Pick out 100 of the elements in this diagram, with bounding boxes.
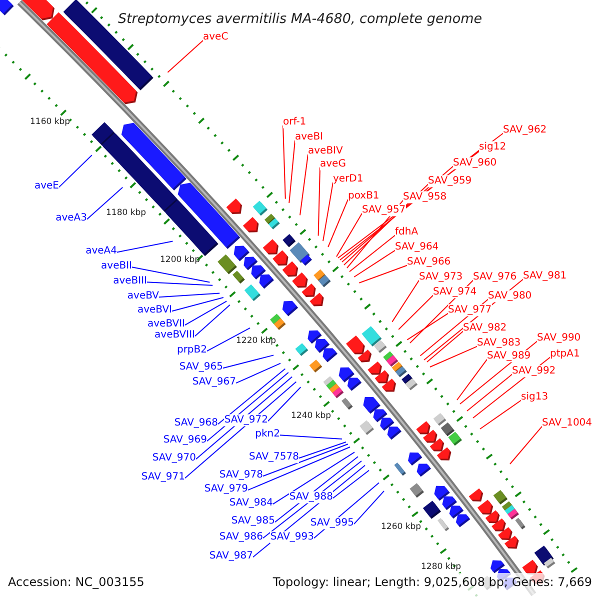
gene-label: SAV_980 [488, 290, 532, 302]
leader-line [268, 386, 302, 422]
leader-line [466, 374, 512, 412]
leader-line [272, 452, 355, 505]
leader-line [172, 297, 224, 312]
gene-label: SAV_969 [163, 434, 207, 446]
gene-label: SAV_967 [192, 376, 236, 388]
gene-label: SAV_993 [270, 531, 314, 543]
leader-line [354, 490, 384, 525]
gene-label: aveBIII [113, 275, 147, 287]
gene-label: SAV_964 [395, 241, 439, 253]
gene-label: SAV_995 [310, 517, 354, 529]
gene-label: SAV_966 [407, 256, 451, 268]
gene-label: SAV_990 [537, 332, 581, 344]
leader-line [146, 282, 214, 286]
gene-label: fdhA [395, 226, 418, 238]
gene-label: SAV_1004 [542, 417, 592, 429]
gene-label: yerD1 [333, 173, 364, 185]
leader-line [336, 212, 362, 258]
gene-label: SAV_992 [512, 365, 556, 377]
gene-label: aveC [203, 31, 228, 43]
gene-label: SAV_959 [428, 175, 472, 187]
gene-label: SAV_970 [152, 452, 196, 464]
scale-label: 1200 kbp [160, 256, 200, 266]
leader-line [480, 400, 522, 430]
leader-line [349, 234, 396, 272]
gene-label: SAV_965 [179, 361, 223, 373]
title: Streptomyces avermitilis MA-4680, complete genome [118, 12, 482, 28]
leader-line [222, 354, 274, 369]
leader-line [300, 154, 308, 216]
leader-line [322, 182, 334, 242]
leader-line [280, 434, 342, 440]
gene-label: aveBV [127, 290, 159, 302]
scale-label: 1220 kbp [236, 337, 276, 347]
gene-label: SAV_988 [289, 491, 333, 503]
gene-label: SAV_962 [503, 124, 547, 136]
leader-line [358, 264, 408, 284]
gene-label: aveBII [101, 260, 132, 272]
gene-label: SAV_974 [433, 286, 477, 298]
leader-line [86, 186, 124, 220]
gene-label: SAV_973 [419, 271, 463, 283]
gene-label: SAV_986 [219, 531, 263, 543]
leader-line [248, 446, 350, 491]
leader-line [430, 346, 478, 368]
gene-label: aveBIV [308, 145, 343, 157]
gene-label: SAV_960 [453, 157, 497, 169]
leader-line [332, 470, 370, 499]
gene-label: aveA3 [56, 212, 87, 224]
accession-text: Accession: NC_003155 [8, 576, 144, 590]
leader-line [158, 292, 220, 298]
leader-line [167, 40, 204, 73]
gene-label: SAV_984 [229, 497, 273, 509]
leader-line [184, 300, 228, 326]
leader-line [116, 240, 174, 253]
leader-line [406, 312, 448, 340]
leader-line [184, 381, 297, 479]
gene-label: aveBVIII [154, 329, 195, 341]
leader-line [132, 266, 210, 283]
gene-label: pkn2 [255, 428, 280, 440]
leader-line [298, 442, 346, 459]
scale-label: 1160 kbp [30, 118, 70, 128]
leader-line [328, 198, 348, 248]
scale-label: 1260 kbp [381, 523, 422, 533]
gene-label: ptpA1 [550, 348, 580, 360]
gene-label: aveE [34, 180, 59, 192]
gene-label: SAV_7578 [248, 451, 299, 463]
gene-label: SAV_958 [403, 191, 447, 203]
gene-label: SAV_971 [141, 471, 185, 483]
scale-label: 1280 kbp [421, 563, 462, 573]
leader-line [426, 330, 464, 362]
gene-label: SAV_982 [463, 322, 507, 334]
gene-label: SAV_979 [204, 483, 248, 495]
gene-label: SAV_983 [477, 337, 521, 349]
gene-label: SAV_989 [487, 350, 531, 362]
gene-label: aveBVI [137, 304, 172, 316]
leader-line [194, 304, 230, 337]
gene-label: sig12 [479, 141, 506, 153]
leader-line [262, 444, 348, 477]
leader-line [318, 166, 320, 236]
leader-line [206, 327, 250, 352]
leader-line [398, 294, 434, 330]
gene-label: aveA4 [86, 245, 117, 257]
gene-label: SAV_968 [174, 417, 218, 429]
gene-label: orf-1 [283, 116, 306, 128]
gene-label: aveG [320, 158, 346, 170]
gene-label: SAV_976 [473, 271, 517, 283]
gene-label: SAV_977 [448, 304, 492, 316]
gene-label: SAV_987 [209, 550, 253, 562]
genome-summary-text: Topology: linear; Length: 9,025,608 bp; Genes: 7,669 [272, 576, 592, 590]
leader-line [456, 358, 488, 400]
scale-label: 1240 kbp [291, 412, 332, 422]
leader-line [282, 125, 286, 200]
leader-line [392, 280, 420, 322]
gene-label: SAV_985 [231, 515, 275, 527]
leader-line [510, 426, 542, 464]
gene-label: SAV_972 [224, 414, 268, 426]
gene-label: aveBVII [148, 318, 185, 330]
gene-label: SAV_978 [219, 469, 263, 481]
leader-line [288, 140, 296, 204]
gene-label: poxB1 [348, 190, 380, 202]
